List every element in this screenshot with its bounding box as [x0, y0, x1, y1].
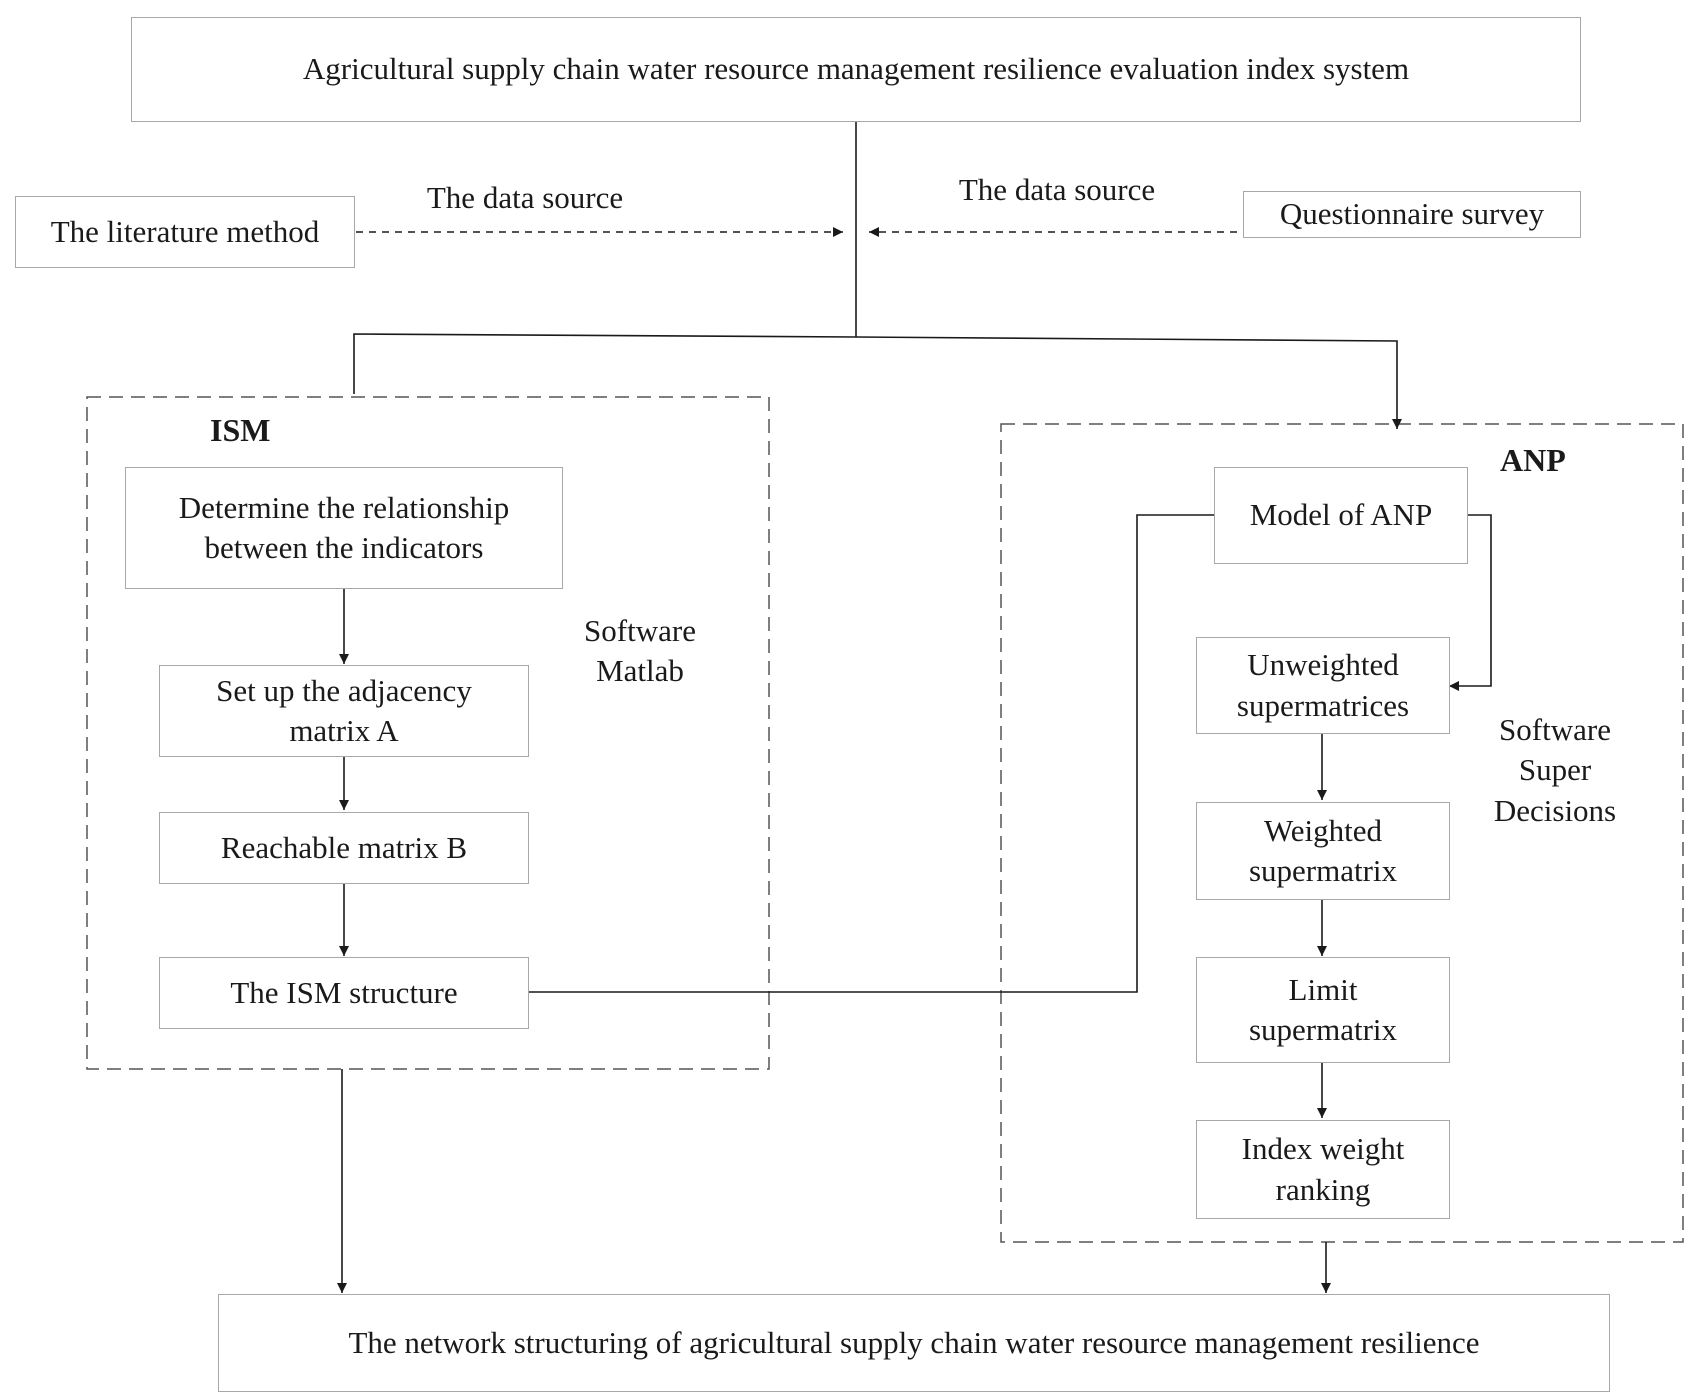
anp-step-4: Limit supermatrix	[1196, 957, 1450, 1063]
ism-step-2: Set up the adjacency matrix A	[159, 665, 529, 757]
questionnaire-survey-text: Questionnaire survey	[1279, 196, 1545, 232]
anp-model-to-unweighted	[1449, 514, 1492, 691]
anp-step-5-text: Index weight ranking	[1241, 1131, 1405, 1207]
ism-step-3: Reachable matrix B	[159, 812, 529, 884]
ism-step-1: Determine the relationship between the i…	[125, 467, 563, 589]
anp-title: ANP	[1500, 442, 1566, 478]
ism-step-4: The ISM structure	[159, 957, 529, 1029]
literature-method-text: The literature method	[50, 213, 320, 249]
anp-step-2: Unweighted supermatrices	[1196, 637, 1450, 734]
ism-frame	[86, 396, 770, 1070]
anp-step-2-text: Unweighted supermatrices	[1236, 647, 1410, 723]
ism-to-anp-arrow	[528, 510, 1230, 993]
bottom-box: The network structuring of agricultural …	[218, 1294, 1610, 1392]
ism-step-1-text: Determine the relationship between the i…	[178, 489, 510, 565]
ism-step-3-text: Reachable matrix B	[220, 829, 468, 865]
questionnaire-survey-box: Questionnaire survey	[1243, 191, 1581, 238]
anp-step-1: Model of ANP	[1214, 467, 1468, 564]
anp-software-label: Software Super Decisions	[1493, 712, 1617, 828]
anp-frame	[1000, 423, 1684, 1243]
bottom-box-text: The network structuring of agricultural …	[348, 1324, 1480, 1360]
ism-title: ISM	[210, 412, 271, 448]
right-data-source-label: The data source	[958, 172, 1156, 207]
split-to-ism	[353, 333, 857, 394]
split-to-anp	[855, 336, 1402, 429]
top-box: Agricultural supply chain water resource…	[131, 17, 1581, 122]
anp-step-3: Weighted supermatrix	[1196, 802, 1450, 900]
ism-software-label: Software Matlab	[584, 613, 696, 689]
left-data-source-label: The data source	[426, 180, 624, 215]
anp-step-1-text: Model of ANP	[1249, 497, 1433, 533]
anp-step-5: Index weight ranking	[1196, 1120, 1450, 1219]
ism-step-2-text: Set up the adjacency matrix A	[216, 672, 472, 748]
literature-method-box: The literature method	[15, 196, 355, 268]
anp-step-3-text: Weighted supermatrix	[1248, 812, 1398, 888]
ism-step-4-text: The ISM structure	[230, 974, 458, 1010]
top-box-text: Agricultural supply chain water resource…	[302, 51, 1410, 87]
anp-step-4-text: Limit supermatrix	[1248, 971, 1398, 1047]
